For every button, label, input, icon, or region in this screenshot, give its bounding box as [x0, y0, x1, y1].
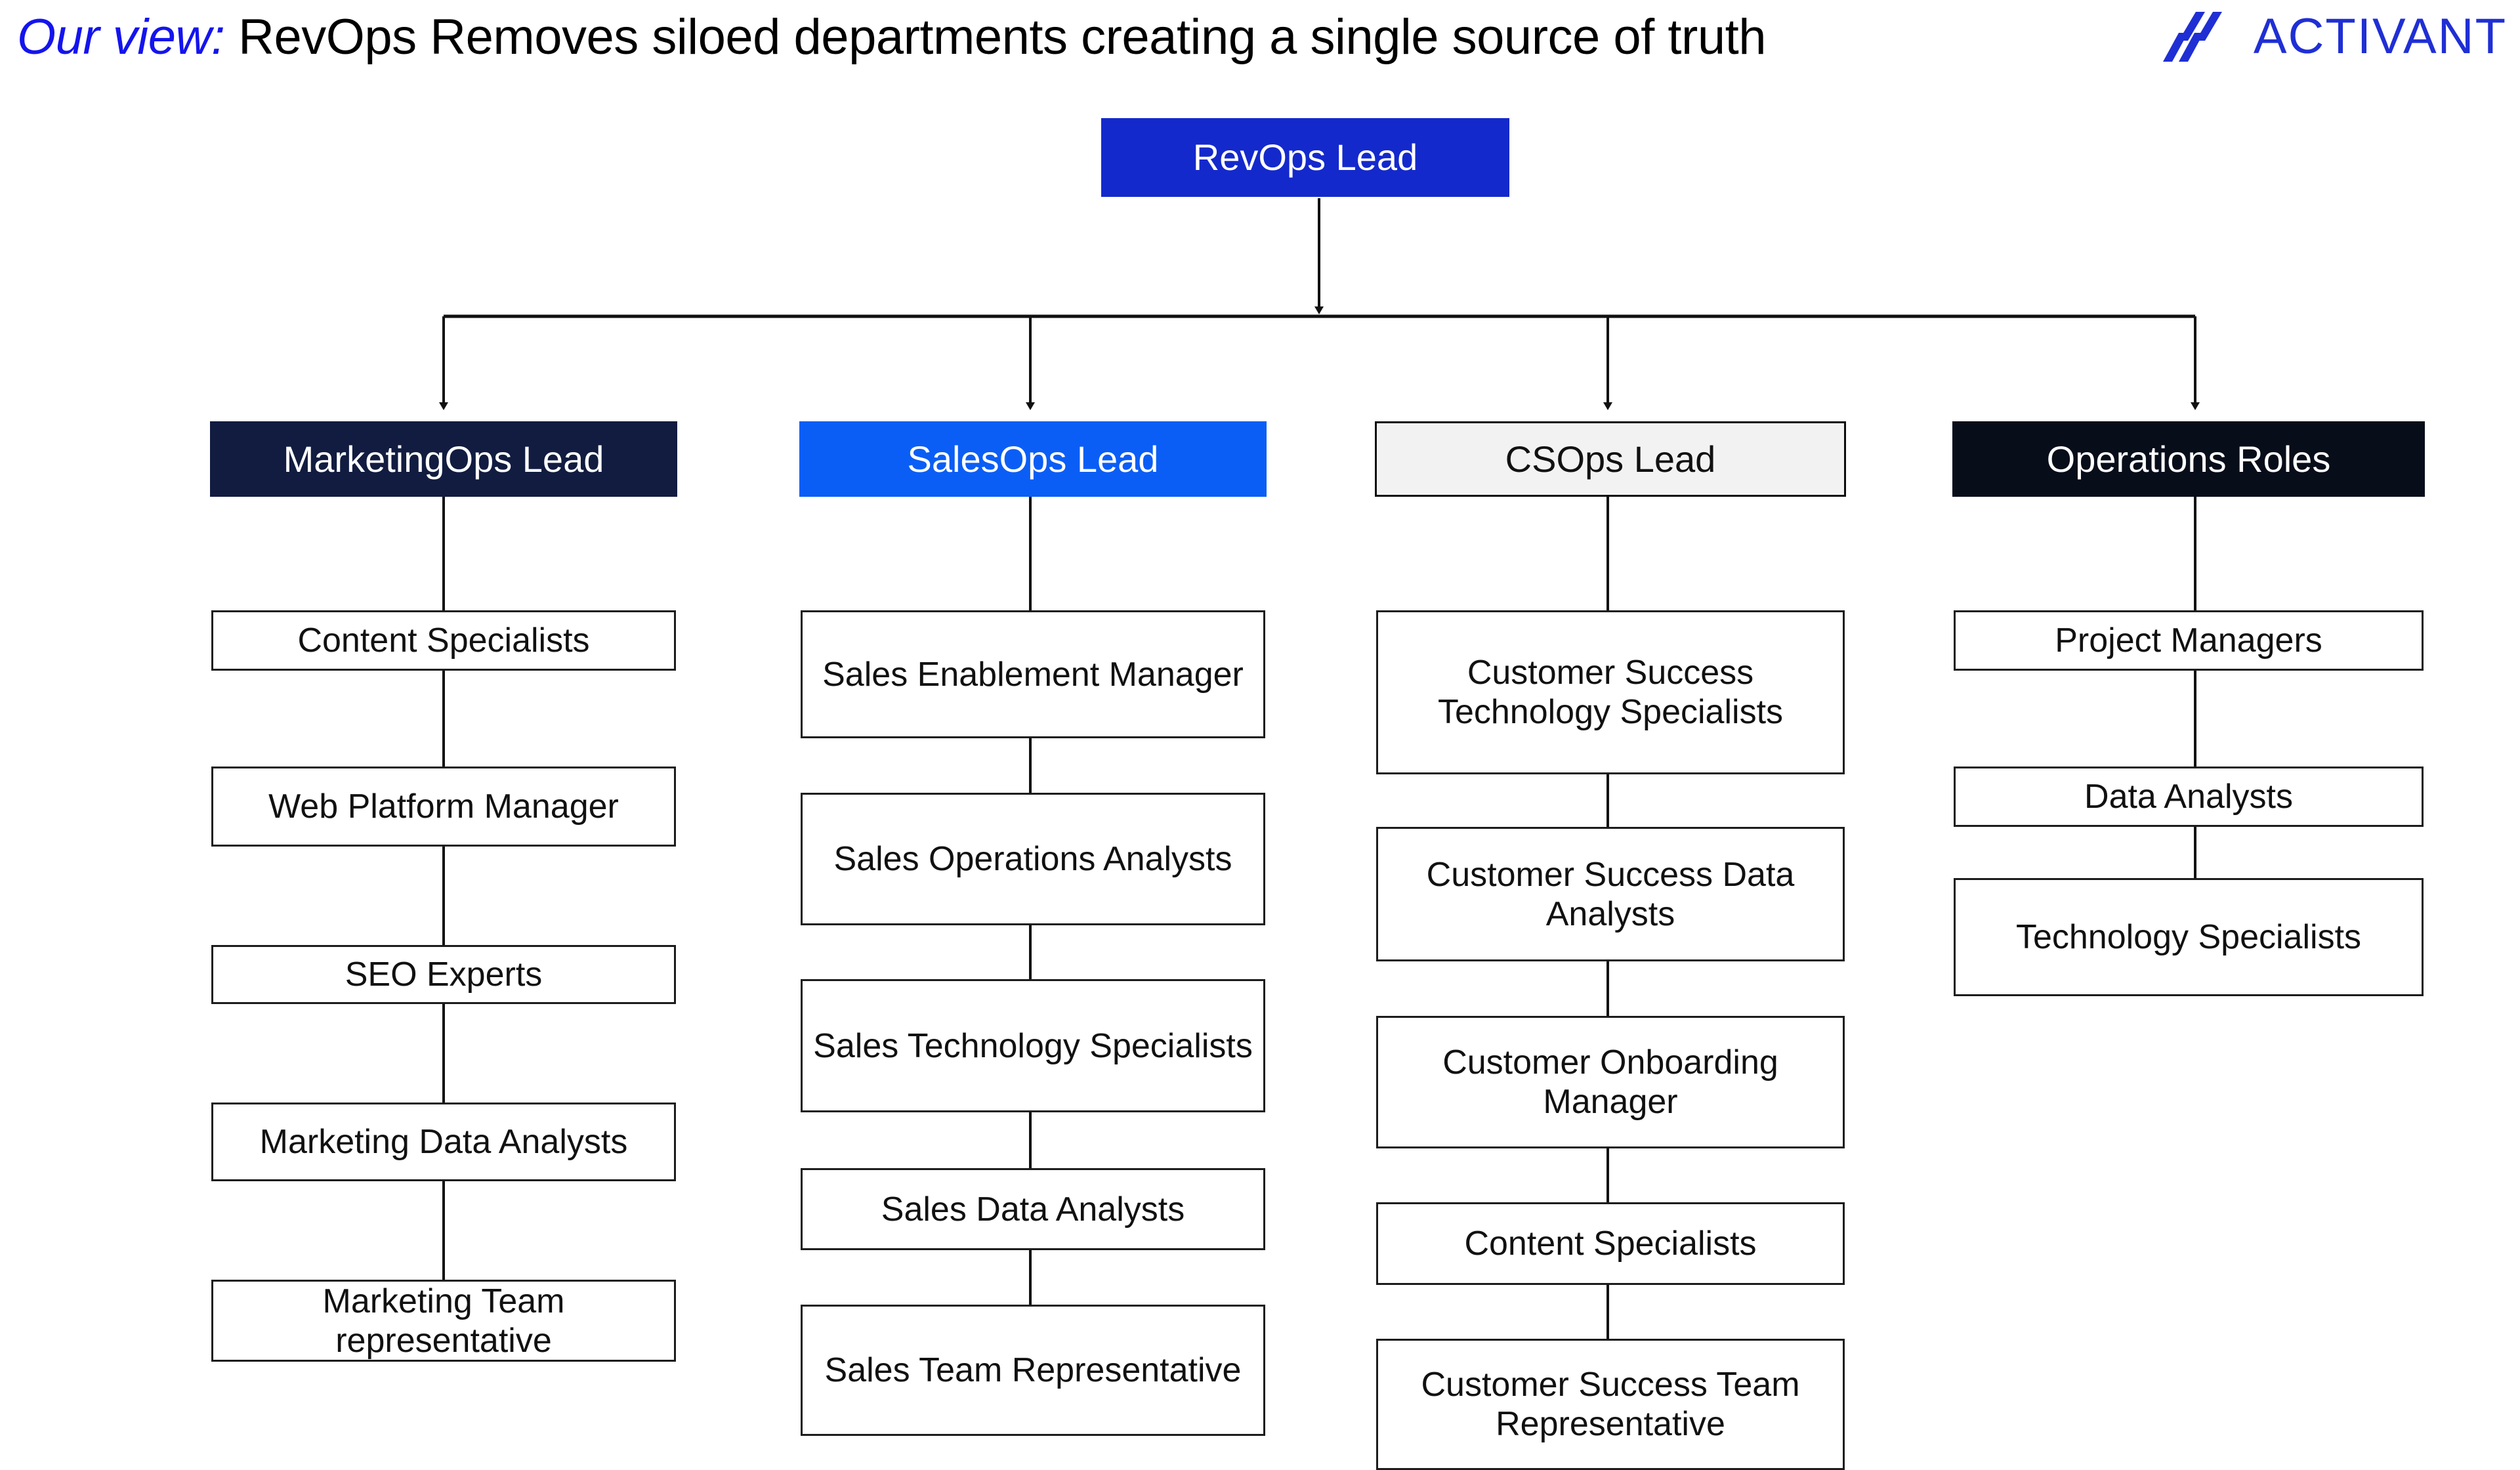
- node-c3-cs-team-representative[interactable]: Customer Success Team Representative: [1376, 1339, 1845, 1470]
- activant-chevron-stripes-icon: [2162, 12, 2222, 62]
- node-c4-technology-specialists[interactable]: Technology Specialists: [1954, 878, 2424, 996]
- node-salesops-lead[interactable]: SalesOps Lead: [799, 421, 1267, 497]
- node-c4-data-analysts[interactable]: Data Analysts: [1954, 766, 2424, 827]
- node-c1-marketing-team-representative[interactable]: Marketing Team representative: [211, 1280, 676, 1362]
- brand-logo: ACTIVANT: [2159, 9, 2507, 64]
- title-emphasis: Our view:: [17, 9, 225, 65]
- logo-wordmark: ACTIVANT: [2253, 9, 2507, 64]
- node-c2-sales-data-analysts[interactable]: Sales Data Analysts: [801, 1168, 1265, 1250]
- node-c1-marketing-data-analysts[interactable]: Marketing Data Analysts: [211, 1102, 676, 1181]
- connector-layer: [439, 198, 2200, 1339]
- node-c2-sales-team-representative[interactable]: Sales Team Representative: [801, 1305, 1265, 1436]
- node-marketingops-lead[interactable]: MarketingOps Lead: [210, 421, 677, 497]
- page-title: Our view: RevOps Removes siloed departme…: [17, 8, 1766, 67]
- node-csops-lead[interactable]: CSOps Lead: [1375, 421, 1846, 497]
- node-c4-project-managers[interactable]: Project Managers: [1954, 610, 2424, 671]
- node-c1-content-specialists[interactable]: Content Specialists: [211, 610, 676, 671]
- node-c1-seo-experts[interactable]: SEO Experts: [211, 945, 676, 1004]
- node-c2-sales-operations-analysts[interactable]: Sales Operations Analysts: [801, 793, 1265, 925]
- node-c3-cs-data-analysts[interactable]: Customer Success Data Analysts: [1376, 827, 1845, 961]
- slide-header: Our view: RevOps Removes siloed departme…: [0, 0, 2520, 79]
- node-operations-roles[interactable]: Operations Roles: [1952, 421, 2425, 497]
- node-c2-sales-technology-specialists[interactable]: Sales Technology Specialists: [801, 979, 1265, 1112]
- node-c3-customer-onboarding-manager[interactable]: Customer Onboarding Manager: [1376, 1016, 1845, 1148]
- org-chart-canvas: RevOps Lead MarketingOps Lead Content Sp…: [0, 79, 2520, 1470]
- node-c2-sales-enablement-manager[interactable]: Sales Enablement Manager: [801, 610, 1265, 738]
- node-c3-cs-technology-specialists[interactable]: Customer Success Technology Specialists: [1376, 610, 1845, 774]
- node-revops-lead[interactable]: RevOps Lead: [1101, 118, 1509, 197]
- node-c3-content-specialists[interactable]: Content Specialists: [1376, 1202, 1845, 1285]
- node-c1-web-platform-manager[interactable]: Web Platform Manager: [211, 766, 676, 847]
- title-rest: RevOps Removes siloed departments creati…: [224, 9, 1766, 65]
